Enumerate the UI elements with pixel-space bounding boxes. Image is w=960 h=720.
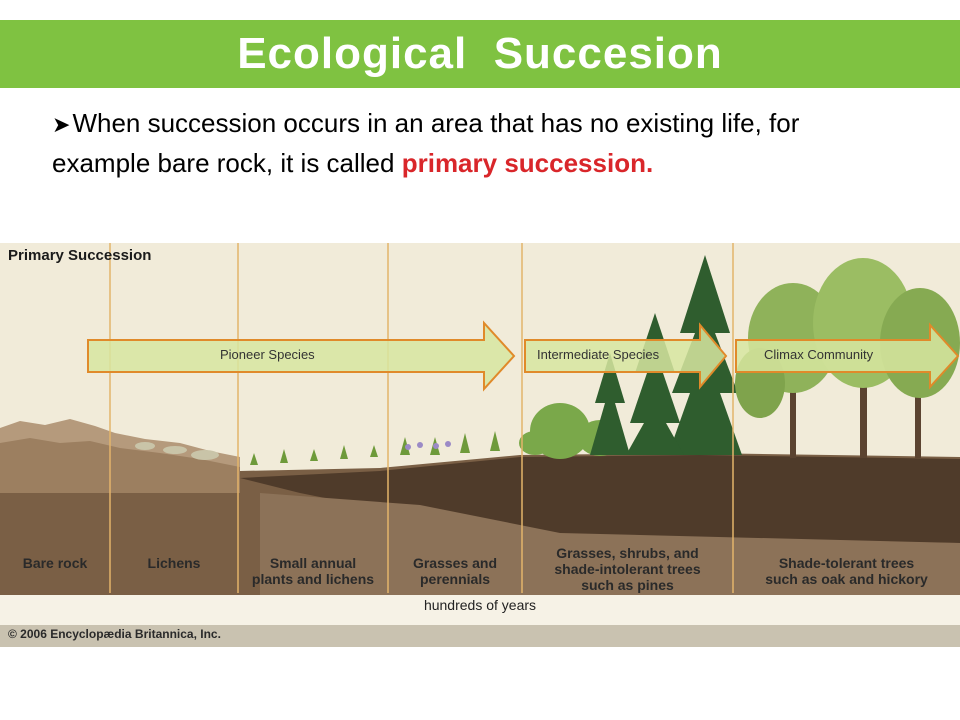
stage-label-shrubs-pines: Grasses, shrubs, and shade-intolerant tr… xyxy=(522,545,733,593)
stage-label-line: Grasses, shrubs, and xyxy=(556,545,699,561)
stage-label-line: Shade-tolerant trees xyxy=(778,555,915,571)
time-axis-label: hundreds of years xyxy=(423,597,537,613)
lichen-patches xyxy=(135,442,219,460)
flowers xyxy=(405,441,451,450)
timeline-band xyxy=(0,595,960,625)
stage-label-line: shade-intolerant trees xyxy=(554,561,701,577)
topsoil-layer xyxy=(240,455,960,543)
stage-label-line: Lichens xyxy=(147,555,201,571)
stage-label-grasses-perennials: Grasses and perennials xyxy=(388,555,522,587)
arrow-bullet-icon: ➤ xyxy=(52,112,71,137)
arrow-label-pioneer: Pioneer Species xyxy=(220,347,315,362)
arrow-label-climax: Climax Community xyxy=(764,347,874,362)
stage-label-small-annual-plants: Small annual plants and lichens xyxy=(238,555,388,587)
stage-label-line: Small annual xyxy=(269,555,357,571)
grass-tufts xyxy=(250,431,500,465)
figure-heading: Primary Succession xyxy=(8,247,152,264)
slide-title: Ecological Succesion xyxy=(237,29,723,78)
gravel-layer xyxy=(260,493,960,595)
stage-label-bare-rock: Bare rock xyxy=(0,555,110,571)
credit-band xyxy=(0,625,960,647)
bullet-point: ➤When succession occurs in an area that … xyxy=(52,104,902,183)
bullet-highlight: primary succession. xyxy=(401,148,654,178)
copyright-credit: © 2006 Encyclopædia Britannica, Inc. xyxy=(8,627,221,641)
succession-diagram: Primary Succession Pioneer Species Inter… xyxy=(0,243,960,647)
stage-dividers xyxy=(109,243,734,593)
succession-arrows xyxy=(87,320,960,392)
bullet-text: When succession occurs in an area that h… xyxy=(52,108,800,178)
stage-label-line: perennials xyxy=(419,571,491,587)
title-bar: Ecological Succesion xyxy=(0,20,960,88)
succession-illustration xyxy=(0,243,960,647)
stage-label-line: plants and lichens xyxy=(251,571,375,587)
stage-label-line: such as oak and hickory xyxy=(765,571,928,587)
stage-label-line: Bare rock xyxy=(22,555,88,571)
stage-label-shade-tolerant: Shade-tolerant trees such as oak and hic… xyxy=(733,555,960,587)
stage-label-line: Grasses and xyxy=(412,555,498,571)
stage-label-lichens: Lichens xyxy=(110,555,238,571)
stage-label-line: such as pines xyxy=(581,577,674,593)
rock-layer xyxy=(0,438,240,493)
arrow-label-intermediate: Intermediate Species xyxy=(537,347,660,362)
